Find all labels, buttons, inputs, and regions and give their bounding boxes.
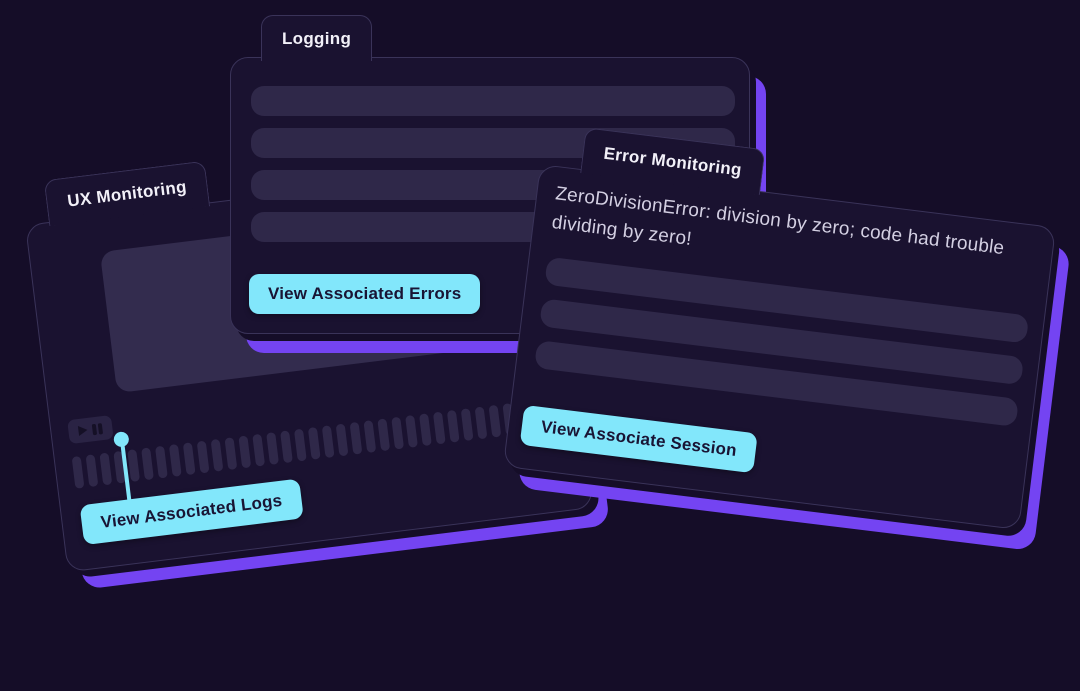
timeline-tick	[280, 430, 293, 464]
timeline-tick	[155, 445, 168, 479]
timeline-tick	[321, 425, 335, 459]
tab-ux-monitoring-label: UX Monitoring	[66, 176, 188, 211]
timeline-tick	[196, 440, 210, 474]
timeline-tick	[391, 416, 405, 450]
tab-logging-label: Logging	[282, 28, 352, 48]
timeline-tick	[349, 421, 363, 455]
view-associated-logs-button[interactable]: View Associated Logs	[79, 478, 304, 546]
timeline-tick	[335, 423, 349, 457]
timeline-tick	[210, 438, 224, 472]
timeline-tick	[460, 408, 474, 442]
timeline-tick	[224, 437, 238, 471]
timeline-tick	[238, 435, 252, 469]
tab-error-monitoring-label: Error Monitoring	[602, 143, 743, 180]
timeline-tick	[266, 432, 279, 465]
timeline-tick	[99, 452, 113, 486]
timeline-tick	[432, 411, 446, 445]
timeline-tick	[488, 404, 502, 438]
timeline-tick	[363, 420, 377, 453]
playhead-line	[120, 444, 132, 503]
timeline-tick	[419, 413, 432, 447]
timeline-tick	[141, 447, 154, 481]
tab-logging[interactable]: Logging	[261, 15, 373, 61]
timeline-tick	[377, 418, 391, 452]
play-pause-button[interactable]	[67, 414, 114, 445]
timeline-tick	[168, 444, 182, 477]
timeline-tick	[182, 442, 196, 476]
timeline-tick	[252, 433, 266, 467]
timeline-tick	[446, 409, 460, 443]
log-row-placeholder	[251, 86, 735, 116]
pause-icon	[91, 422, 103, 435]
timeline-tick	[405, 415, 418, 448]
play-icon	[78, 424, 89, 436]
timeline-tick	[85, 454, 99, 488]
view-associated-errors-button[interactable]: View Associated Errors	[249, 274, 481, 314]
tab-ux-monitoring[interactable]: UX Monitoring	[43, 160, 211, 227]
timeline-tick	[293, 428, 307, 462]
timeline-tick	[307, 426, 321, 460]
timeline-tick	[71, 455, 85, 489]
timeline-tick	[474, 406, 488, 440]
timeline-scrubber[interactable]	[71, 401, 530, 489]
error-monitoring-card: Error Monitoring ZeroDivisionError: divi…	[502, 127, 1057, 531]
view-associate-session-button[interactable]: View Associate Session	[519, 404, 758, 474]
logging-card: Logging View Associated Errors	[230, 15, 750, 334]
